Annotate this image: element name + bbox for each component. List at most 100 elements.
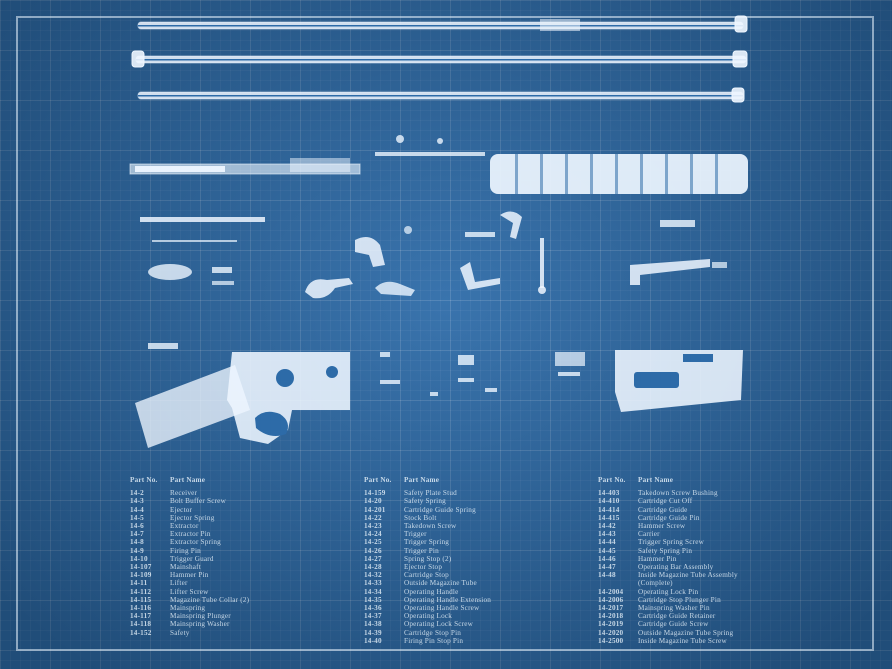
table-header: Part No. Part Name: [364, 476, 564, 484]
part-name: Lifter Screw: [170, 587, 209, 596]
part-name: Extractor Spring: [170, 538, 221, 547]
table-row: 14-32 Cartridge Stop: [364, 571, 564, 579]
part-number: 14-2017: [598, 604, 624, 613]
part-number: 14-44: [598, 538, 616, 547]
part-name: Operating Lock Pin: [638, 587, 699, 596]
part-number: 14-116: [130, 604, 152, 613]
part-name: Operating Handle Screw: [404, 604, 480, 613]
part-number: 14-2006: [598, 595, 624, 604]
part-name: Extractor Pin: [170, 530, 211, 539]
part-name: Mainspring Washer: [170, 620, 230, 629]
part-number: 14-8: [130, 538, 144, 547]
part-number: 14-118: [130, 620, 152, 629]
lock-parts: [630, 220, 727, 285]
part-name: Safety Plate Stud: [404, 489, 457, 498]
table-row: 14-118 Mainspring Washer: [130, 620, 330, 628]
part-number: 14-36: [364, 604, 382, 613]
table-row: 14-8 Extractor Spring: [130, 538, 330, 546]
part-number: 14-414: [598, 505, 620, 514]
part-name: Mainspring: [170, 604, 206, 613]
part-number: 14-112: [130, 587, 152, 596]
ribbed-fore-end: [490, 154, 748, 194]
part-name: Cartridge Guide Pin: [638, 513, 700, 522]
part-name: Takedown Screw: [404, 522, 457, 531]
part-number: 14-32: [364, 571, 382, 580]
part-number: 14-40: [364, 636, 382, 645]
part-number: 14-28: [364, 563, 382, 572]
part-name: Cartridge Stop Plunger Pin: [638, 595, 721, 604]
table-row: 14-28 Ejector Stop: [364, 563, 564, 571]
part-number: 14-2020: [598, 628, 624, 637]
part-name: Outside Magazine Tube Spring: [638, 628, 734, 637]
part-number: 14-34: [364, 587, 382, 596]
part-number: 14-403: [598, 489, 620, 498]
part-name: Cartridge Stop: [404, 571, 449, 580]
part-number: 14-22: [364, 513, 382, 522]
table-row: 14-42 Hammer Screw: [598, 522, 788, 530]
part-name: Cartridge Stop Pin: [404, 628, 462, 637]
part-name: Cartridge Guide Spring: [404, 505, 476, 514]
part-name: Safety: [170, 628, 190, 637]
part-number: 14-2004: [598, 587, 624, 596]
part-number: 14-46: [598, 554, 616, 563]
part-number: 14-2019: [598, 620, 624, 629]
table-row: 14-9 Firing Pin: [130, 547, 330, 555]
part-name: Operating Lock Screw: [404, 620, 474, 629]
part-name: Mainspring Plunger: [170, 612, 231, 621]
part-name: Firing Pin: [170, 546, 201, 555]
part-name: (Complete): [638, 579, 673, 588]
part-number: 14-33: [364, 579, 382, 588]
part-number: 14-4: [130, 505, 144, 514]
part-number: 14-35: [364, 595, 382, 604]
small-pins: [380, 352, 585, 396]
part-number: 14-27: [364, 554, 382, 563]
part-number: 14-9: [130, 546, 144, 555]
part-name: Hammer Screw: [638, 522, 686, 531]
part-name: Hammer Pin: [170, 571, 209, 580]
part-number: 14-115: [130, 595, 152, 604]
small-rod: [375, 135, 485, 156]
part-number: 14-6: [130, 522, 144, 531]
table-row: 14-109 Hammer Pin: [130, 571, 330, 579]
part-number: 14-109: [130, 571, 152, 580]
part-name: Trigger: [404, 530, 427, 539]
part-name: Hammer Pin: [638, 554, 677, 563]
table-header: Part No. Part Name: [130, 476, 330, 484]
barrel-1: [137, 15, 748, 33]
part-name: Ejector Stop: [404, 563, 443, 572]
operating-bar: [140, 217, 265, 285]
trigger-parts: [460, 211, 546, 294]
table-row: (Complete): [598, 579, 788, 587]
part-number: 14-42: [598, 522, 616, 531]
part-number: 14-10: [130, 554, 148, 563]
part-name: Cartridge Guide Screw: [638, 620, 709, 629]
part-number: 14-43: [598, 530, 616, 539]
part-name: Extractor: [170, 522, 199, 531]
table-row: 14-6 Extractor: [130, 522, 330, 530]
part-no-header: Part No.: [364, 476, 392, 484]
table-row: 14-2006 Cartridge Stop Plunger Pin: [598, 596, 788, 604]
part-name: Operating Bar Assembly: [638, 563, 714, 572]
magazine-tube: [129, 158, 361, 175]
